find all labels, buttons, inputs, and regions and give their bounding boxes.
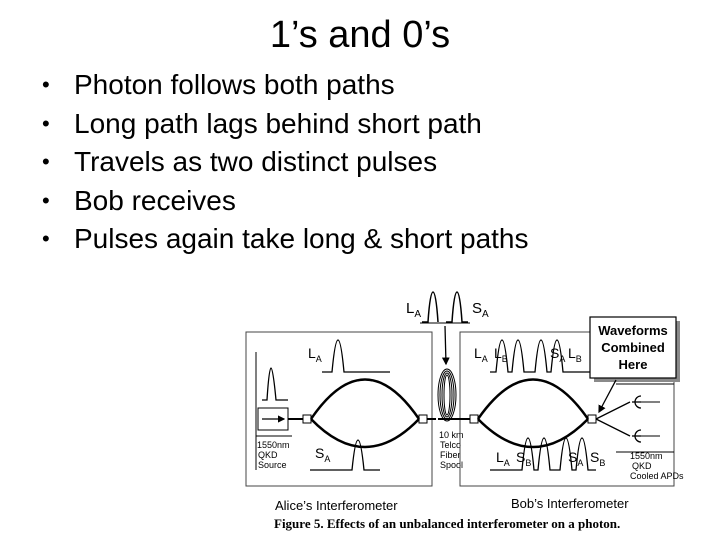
bob-lower-la-label: L	[496, 449, 504, 465]
bob-lower-sb2-label: S	[590, 449, 599, 465]
bob-upper-lb-sub: B	[502, 354, 508, 364]
bob-lower-sb-label: S	[516, 449, 525, 465]
bob-lower-la-sub: A	[504, 458, 510, 468]
svg-text:SA: SA	[568, 449, 583, 468]
bob-upper-lb2-label: L	[568, 345, 576, 361]
incoming-pulses: LA SA	[406, 291, 489, 366]
bullet-text: Travels as two distinct pulses	[74, 146, 438, 177]
bullet-dot-icon: •	[42, 110, 50, 136]
top-sa-sub: A	[482, 309, 489, 320]
waveforms-callout: Waveforms Combined Here	[589, 316, 680, 414]
bob-lower-sb-sub: B	[525, 458, 531, 468]
alice-interferometer: 1550nm QKD Source LA SA	[245, 331, 433, 487]
callout-line-1: Waveforms	[598, 323, 668, 338]
down-arrow-icon	[441, 325, 450, 366]
bob-caption: Bob’s Interferometer	[511, 496, 629, 511]
svg-text:LA: LA	[308, 345, 322, 364]
fiber-line-4: Spool	[440, 460, 463, 470]
bob-upper-la-sub: A	[482, 354, 488, 364]
svg-text:LA: LA	[406, 300, 421, 320]
bullet-text: Long path lags behind short path	[74, 107, 482, 139]
alice-sa-sub: A	[324, 454, 330, 464]
fiber-line-3: Fiber	[440, 450, 461, 460]
svg-text:SA: SA	[472, 300, 489, 320]
figure-caption: Figure 5. Effects of an unbalanced inter…	[274, 516, 620, 531]
bullet-text: Pulses again take long & short paths	[74, 223, 529, 254]
bob-lower-sb2-sub: B	[599, 458, 605, 468]
bullet-item: • Travels as two distinct pulses	[40, 143, 529, 182]
alice-caption: Alice’s Interferometer	[275, 498, 398, 513]
source-line-3: Source	[258, 460, 287, 470]
bob-upper-la-label: L	[474, 345, 482, 361]
svg-text:SA: SA	[315, 445, 330, 464]
bullet-item: • Bob receives	[40, 182, 529, 221]
bullet-item: • Long path lags behind short path	[40, 105, 529, 144]
bullet-text: Photon follows both paths	[74, 69, 395, 100]
svg-text:LB: LB	[568, 345, 582, 364]
callout-line-3: Here	[619, 357, 648, 372]
alice-la-sub: A	[316, 354, 322, 364]
bullet-dot-icon: •	[42, 72, 50, 97]
callout-arrow-icon	[598, 379, 617, 414]
svg-text:LA: LA	[496, 449, 510, 468]
bob-upper-sa-sub: A	[559, 354, 565, 364]
bullet-dot-icon: •	[42, 226, 50, 251]
bob-lower-sa-sub: A	[577, 458, 583, 468]
bullet-item: • Pulses again take long & short paths	[40, 220, 529, 259]
bullet-dot-icon: •	[42, 187, 50, 213]
svg-text:LB: LB	[494, 345, 508, 364]
bob-upper-lb-label: L	[494, 345, 502, 361]
fiber-line-2: Telco	[440, 440, 461, 450]
bob-upper-lb2-sub: B	[576, 354, 582, 364]
top-la-sub: A	[414, 309, 421, 320]
svg-text:SA: SA	[550, 345, 565, 364]
slide-title: 1’s and 0’s	[269, 14, 451, 56]
source-line-1: 1550nm	[257, 440, 290, 450]
apd-detector-icon	[632, 395, 660, 409]
alice-la-label: L	[308, 345, 316, 361]
bob-interferometer: LA LB SA LB LA SB SA SB 1550nm QKD Coole…	[458, 331, 684, 487]
svg-text:SB: SB	[516, 449, 531, 468]
bullet-text: Bob receives	[74, 184, 236, 216]
top-la-label: L	[406, 300, 414, 317]
svg-text:LA: LA	[474, 345, 488, 364]
fiber-spool: 10 km Telco Fiber Spool	[427, 368, 464, 470]
fiber-line-1: 10 km	[439, 430, 464, 440]
top-sa-label: S	[472, 300, 482, 317]
bullet-list: • Photon follows both paths • Long path la…	[40, 66, 529, 259]
bob-lower-sa-label: S	[568, 449, 577, 465]
detector-line-1: 1550nm	[630, 451, 663, 461]
detector-line-2: QKD	[632, 461, 652, 471]
svg-text:SB: SB	[590, 449, 605, 468]
apd-detector-icon	[632, 429, 660, 443]
callout-line-2: Combined	[601, 340, 665, 355]
source-line-2: QKD	[258, 450, 278, 460]
detector-line-3: Cooled APDs	[630, 471, 684, 481]
alice-sa-label: S	[315, 445, 324, 461]
bob-upper-sa-label: S	[550, 345, 559, 361]
bullet-item: • Photon follows both paths	[40, 66, 529, 105]
bullet-dot-icon: •	[42, 149, 50, 174]
